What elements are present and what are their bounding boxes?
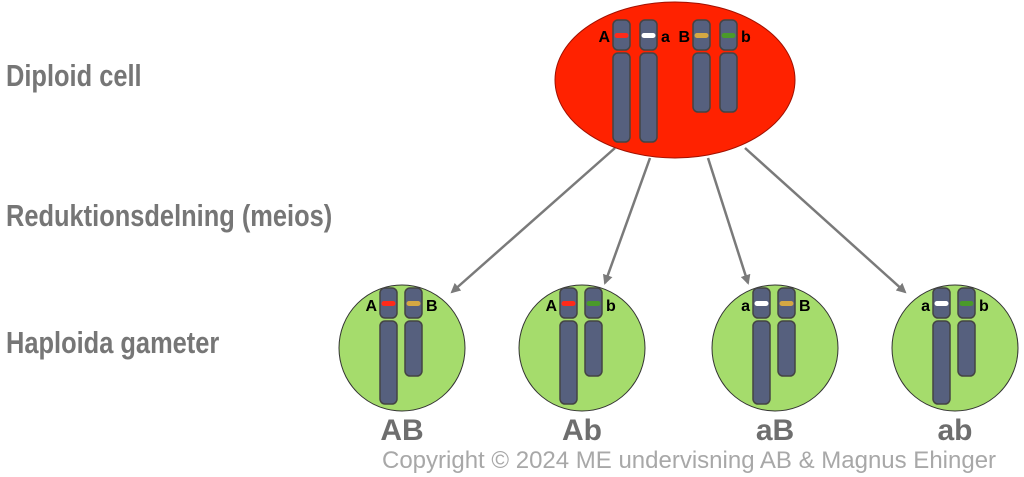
- arrow: [450, 147, 616, 294]
- gamete-genotype-label: Ab: [562, 414, 602, 447]
- label-haploid-gametes: Haploida gameter: [6, 325, 220, 360]
- allele-label: a: [921, 298, 930, 315]
- chromosome-A: [379, 287, 398, 405]
- allele-band: [586, 301, 601, 306]
- allele-band: [959, 301, 974, 306]
- chromosome-B: [404, 287, 423, 377]
- gamete-genotype-label: aB: [756, 414, 794, 447]
- chromosome-long-arm: [379, 320, 398, 405]
- allele-label: A: [545, 298, 557, 315]
- chromosome-A: [559, 287, 578, 405]
- allele-band: [754, 301, 769, 306]
- allele-label: B: [678, 29, 690, 46]
- chromosome-B: [692, 19, 711, 113]
- allele-label: a: [741, 298, 750, 315]
- chromosome-a: [752, 287, 771, 405]
- gamete-cell-aB: [711, 284, 839, 412]
- chromosome-long-arm: [404, 320, 423, 377]
- arrow: [706, 157, 751, 285]
- chromosome-long-arm: [777, 320, 796, 377]
- chromosome-A: [612, 19, 631, 143]
- allele-label: B: [799, 298, 811, 315]
- allele-label: b: [979, 298, 989, 315]
- chromosome-a: [639, 19, 658, 143]
- chromosome-long-arm: [719, 52, 738, 113]
- allele-band: [381, 301, 396, 306]
- chromosome-long-arm: [639, 52, 658, 143]
- chromosome-a: [932, 287, 951, 405]
- chromosome-long-arm: [957, 320, 976, 377]
- chromosome-long-arm: [752, 320, 771, 405]
- diploid-cell: [554, 1, 796, 159]
- allele-label: A: [365, 298, 377, 315]
- chromosome-b: [957, 287, 976, 377]
- chromosome-long-arm: [584, 320, 603, 377]
- allele-band: [406, 301, 421, 306]
- chromosome-B: [777, 287, 796, 377]
- allele-label: A: [598, 29, 610, 46]
- chromosome-long-arm: [932, 320, 951, 405]
- arrow: [744, 147, 907, 294]
- label-meiosis: Reduktionsdelning (meios): [6, 198, 333, 233]
- chromosome-long-arm: [559, 320, 578, 405]
- chromosome-long-arm: [692, 52, 711, 113]
- arrow: [603, 157, 652, 285]
- chromosome-b: [719, 19, 738, 113]
- allele-band: [721, 33, 736, 38]
- allele-band: [614, 33, 629, 38]
- label-diploid-cell: Diploid cell: [6, 58, 142, 93]
- allele-band: [779, 301, 794, 306]
- gamete-genotype-label: AB: [380, 414, 423, 447]
- gamete-cell-AB: [338, 284, 466, 412]
- gamete-cell-ab: [891, 284, 1019, 412]
- allele-band: [694, 33, 709, 38]
- allele-label: b: [741, 29, 751, 46]
- allele-label: a: [661, 29, 670, 46]
- allele-label: b: [606, 298, 616, 315]
- allele-band: [934, 301, 949, 306]
- copyright-watermark: Copyright © 2024 ME undervisning AB & Ma…: [382, 447, 997, 474]
- allele-band: [561, 301, 576, 306]
- allele-band: [641, 33, 656, 38]
- allele-label: B: [426, 298, 438, 315]
- gamete-cell-Ab: [518, 284, 646, 412]
- chromosome-b: [584, 287, 603, 377]
- chromosome-long-arm: [612, 52, 631, 143]
- gamete-genotype-label: ab: [937, 414, 972, 447]
